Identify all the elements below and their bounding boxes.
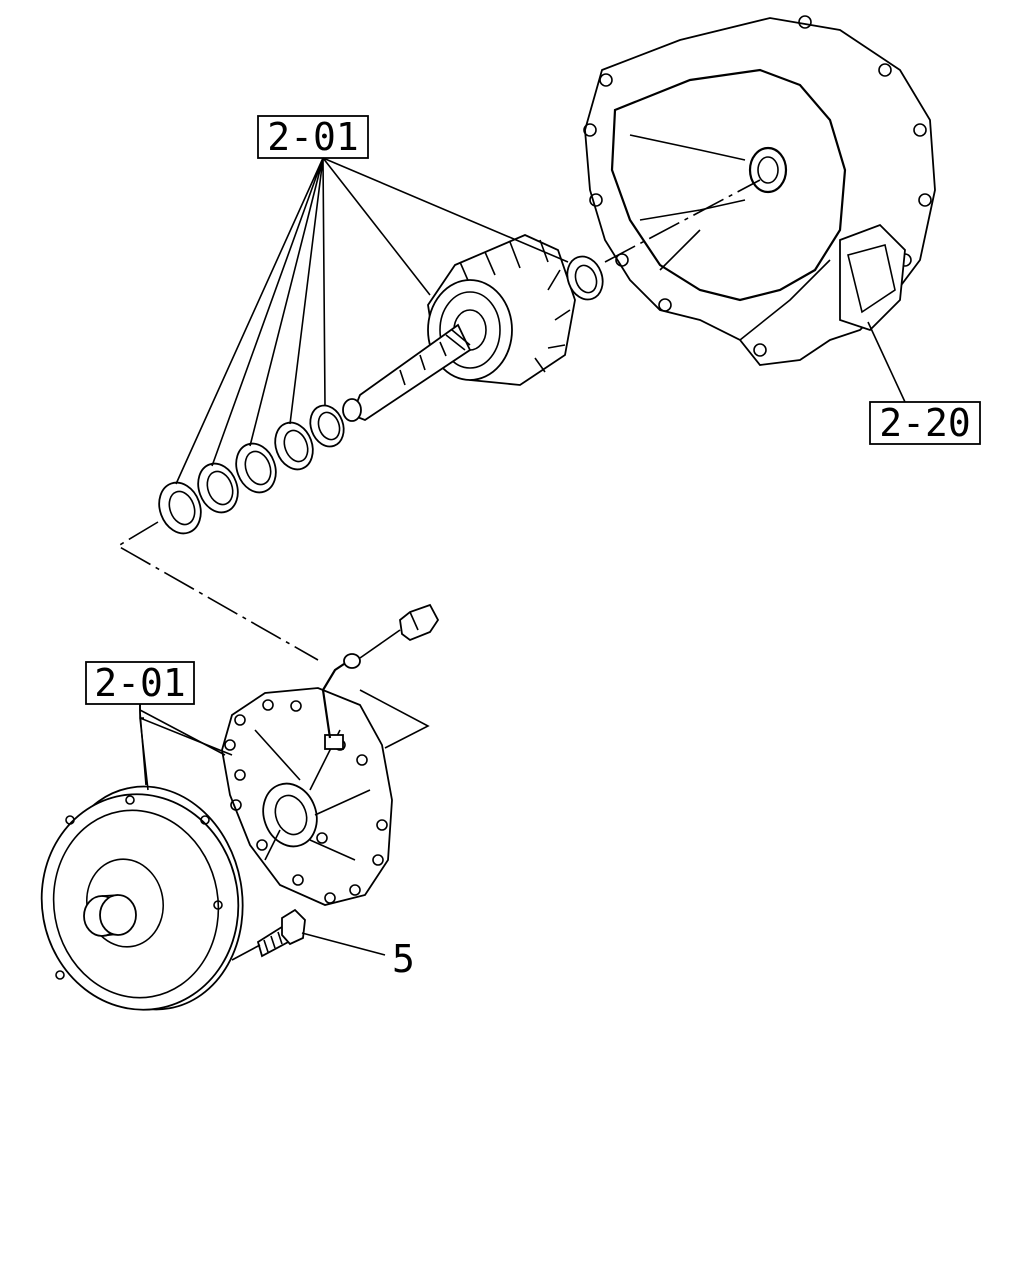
callout-top-label: 2-01 bbox=[267, 115, 359, 159]
leader-line-lower-pump bbox=[139, 704, 226, 756]
leader-line-housing bbox=[867, 321, 906, 403]
axis-line-housing bbox=[604, 179, 761, 263]
sensor-harness bbox=[321, 603, 440, 739]
input-shaft-drum bbox=[342, 234, 576, 422]
callout-housing: 2-20 bbox=[869, 401, 981, 445]
leader-line-lower-converter bbox=[139, 704, 147, 786]
torque-converter bbox=[40, 785, 244, 1011]
connector-line-lower bbox=[359, 689, 430, 749]
oil-pump bbox=[221, 687, 393, 906]
seal-ring-stack bbox=[158, 404, 345, 535]
axis-line-bolt bbox=[231, 944, 261, 961]
transmission-housing bbox=[583, 15, 936, 366]
connector-line-upper bbox=[116, 521, 319, 661]
seal-ring-3 bbox=[235, 442, 277, 494]
callout-housing-label: 2-20 bbox=[879, 401, 971, 445]
bolt bbox=[256, 908, 306, 958]
seal-ring-2 bbox=[197, 462, 239, 514]
seal-ring-4 bbox=[274, 421, 314, 471]
callout-lower-group: 2-01 bbox=[85, 661, 195, 705]
callout-top-group: 2-01 bbox=[257, 115, 369, 159]
leader-lines-top bbox=[175, 157, 569, 485]
callout-bolt-label: 5 bbox=[392, 937, 415, 981]
seal-ring-1 bbox=[158, 481, 202, 535]
leader-line-bolt bbox=[301, 932, 386, 956]
callout-lower-label: 2-01 bbox=[94, 661, 186, 705]
seal-ring-5 bbox=[309, 404, 345, 448]
seal-ring-housing bbox=[566, 255, 604, 301]
